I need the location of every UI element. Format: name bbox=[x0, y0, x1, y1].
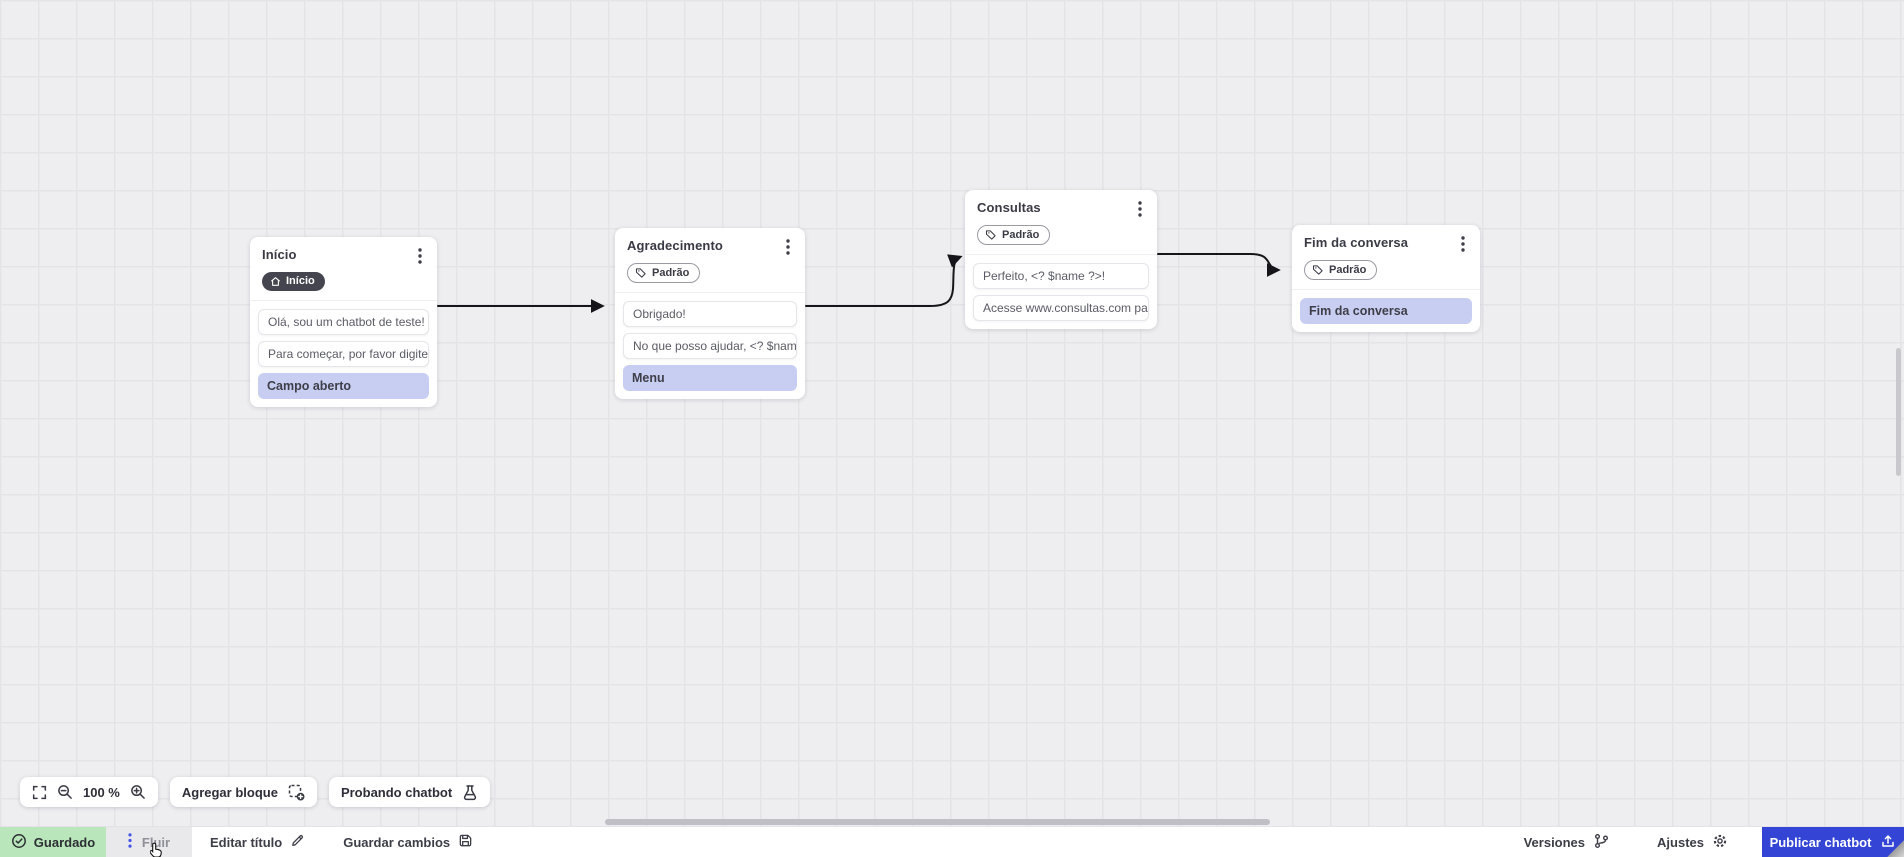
badge-label: Padrão bbox=[1002, 228, 1040, 241]
node-type-badge: Padrão bbox=[977, 225, 1051, 245]
horizontal-scrollbar[interactable] bbox=[605, 819, 1270, 825]
saved-status-badge: Guardado bbox=[0, 827, 106, 857]
node-title: Fim da conversa bbox=[1304, 235, 1409, 250]
gear-icon bbox=[1712, 833, 1728, 852]
flow-node-inicio[interactable]: Início Início Olá, sou um chatbot de tes… bbox=[250, 237, 437, 407]
message-bubble[interactable]: No que posso ajudar, <? $name ... bbox=[623, 333, 797, 359]
node-menu-button[interactable] bbox=[1458, 235, 1468, 253]
zoom-level: 100 % bbox=[83, 784, 120, 800]
mouse-cursor-icon bbox=[149, 842, 165, 857]
node-body: Perfeito, <? $name ?>! Acesse www.consul… bbox=[965, 254, 1157, 329]
node-menu-button[interactable] bbox=[783, 238, 793, 256]
corner-grip bbox=[1884, 840, 1904, 857]
test-chatbot-button[interactable]: Probando chatbot bbox=[328, 777, 491, 807]
kebab-icon[interactable] bbox=[128, 833, 132, 851]
node-menu-button[interactable] bbox=[415, 247, 425, 265]
option-menu[interactable]: Menu bbox=[623, 365, 797, 391]
statusbar-spacer bbox=[473, 827, 1523, 857]
versions-label: Versiones bbox=[1523, 834, 1586, 850]
flask-icon bbox=[462, 784, 478, 801]
node-type-badge: Padrão bbox=[1304, 260, 1378, 280]
badge-label: Início bbox=[286, 275, 315, 287]
save-changes-button[interactable]: Guardar cambios bbox=[343, 827, 473, 857]
node-title: Consultas bbox=[977, 200, 1041, 215]
node-body: Obrigado! No que posso ajudar, <? $name … bbox=[615, 292, 805, 399]
test-chatbot-label: Probando chatbot bbox=[340, 784, 453, 800]
node-header: Consultas Padrão bbox=[965, 190, 1157, 254]
tab-fluir[interactable]: Fluir bbox=[106, 827, 192, 857]
node-type-badge: Início bbox=[262, 272, 325, 291]
fit-screen-icon[interactable] bbox=[32, 785, 47, 800]
tag-icon bbox=[1312, 265, 1323, 275]
kebab-icon bbox=[786, 239, 790, 255]
tag-icon bbox=[985, 230, 996, 240]
message-bubble[interactable]: Olá, sou um chatbot de teste! bbox=[258, 309, 429, 335]
connection-agradecimento-consultas bbox=[805, 254, 963, 307]
badge-label: Padrão bbox=[652, 266, 690, 279]
node-header: Início Início bbox=[250, 237, 437, 300]
zoom-in-icon[interactable] bbox=[130, 784, 146, 800]
kebab-icon bbox=[418, 248, 422, 264]
pencil-icon bbox=[290, 833, 305, 851]
node-title: Agradecimento bbox=[627, 238, 723, 253]
settings-button[interactable]: Ajustes bbox=[1657, 827, 1728, 857]
add-block-label: Agregar bloque bbox=[181, 784, 278, 800]
saved-label: Guardado bbox=[33, 834, 96, 850]
message-bubble[interactable]: Obrigado! bbox=[623, 301, 797, 327]
node-body: Olá, sou um chatbot de teste! Para começ… bbox=[250, 300, 437, 407]
message-bubble[interactable]: Acesse www.consultas.com par... bbox=[973, 295, 1149, 321]
vertical-scrollbar[interactable] bbox=[1896, 348, 1901, 476]
tag-icon bbox=[635, 268, 646, 278]
edit-title-button[interactable]: Editar título bbox=[210, 827, 305, 857]
option-campo-aberto[interactable]: Campo aberto bbox=[258, 373, 429, 399]
connection-consultas-fim bbox=[1157, 253, 1281, 277]
publish-label: Publicar chatbot bbox=[1769, 834, 1872, 850]
branch-icon bbox=[1593, 833, 1609, 852]
add-block-button[interactable]: Agregar bloque bbox=[169, 777, 317, 807]
option-fim-da-conversa[interactable]: Fim da conversa bbox=[1300, 298, 1472, 324]
zoom-out-icon[interactable] bbox=[57, 784, 73, 800]
fluir-label: Fluir bbox=[141, 834, 171, 850]
message-bubble[interactable]: Perfeito, <? $name ?>! bbox=[973, 263, 1149, 289]
flow-node-agradecimento[interactable]: Agradecimento Padrão Obrigado! No que po… bbox=[615, 228, 805, 399]
message-bubble[interactable]: Para começar, por favor digite o ... bbox=[258, 341, 429, 367]
flow-node-consultas[interactable]: Consultas Padrão Perfeito, <? $name ?>! … bbox=[965, 190, 1157, 329]
versions-button[interactable]: Versiones bbox=[1524, 827, 1609, 857]
node-menu-button[interactable] bbox=[1135, 200, 1145, 218]
status-bar: Guardado Fluir Editar título Guardar cam… bbox=[0, 826, 1904, 857]
canvas-toolbar: 100 % Agregar bloque Probando chatbot bbox=[20, 777, 491, 807]
node-type-badge: Padrão bbox=[627, 263, 701, 283]
kebab-icon bbox=[1461, 236, 1465, 252]
node-body: Fim da conversa bbox=[1292, 289, 1480, 332]
add-block-icon bbox=[288, 784, 305, 801]
badge-label: Padrão bbox=[1329, 263, 1367, 276]
node-header: Agradecimento Padrão bbox=[615, 228, 805, 292]
settings-label: Ajustes bbox=[1657, 834, 1704, 850]
publish-chatbot-button[interactable]: Publicar chatbot bbox=[1762, 827, 1904, 857]
save-icon bbox=[458, 833, 473, 851]
node-title: Início bbox=[262, 247, 297, 262]
edit-title-label: Editar título bbox=[210, 834, 283, 850]
node-header: Fim da conversa Padrão bbox=[1292, 225, 1480, 289]
check-circle-icon bbox=[11, 833, 27, 852]
home-icon bbox=[271, 277, 280, 286]
zoom-controls: 100 % bbox=[20, 777, 158, 807]
save-changes-label: Guardar cambios bbox=[343, 834, 451, 850]
kebab-icon bbox=[1138, 201, 1142, 217]
flow-node-fim-da-conversa[interactable]: Fim da conversa Padrão Fim da conversa bbox=[1292, 225, 1480, 332]
